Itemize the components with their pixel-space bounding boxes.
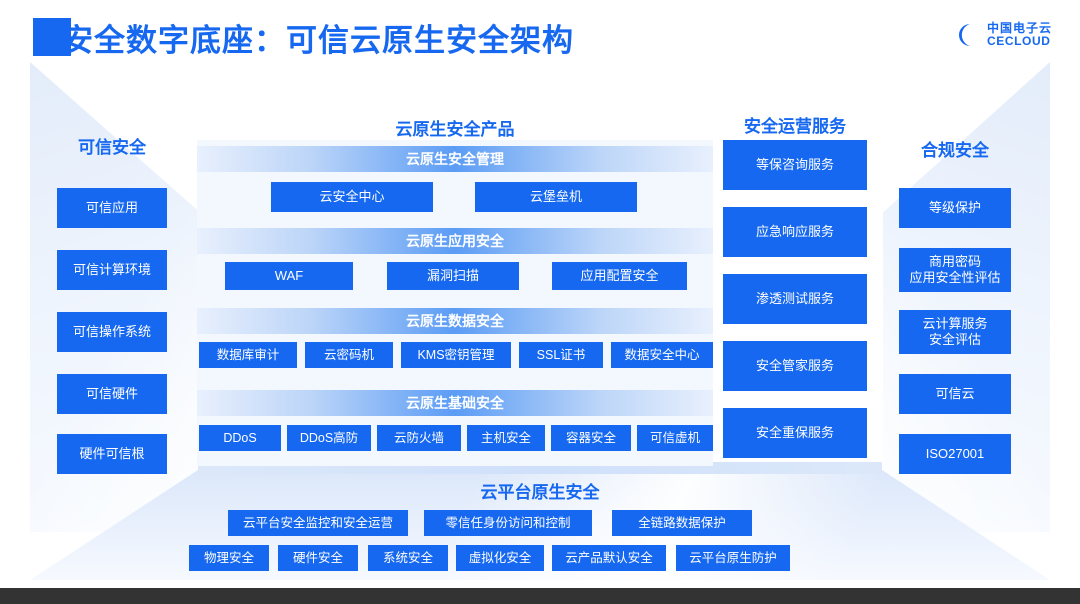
row-security-mgmt: 云安全中心 云堡垒机 <box>197 182 713 212</box>
chip-platform-row2-1[interactable]: 硬件安全 <box>278 545 358 571</box>
chip-ops-0[interactable]: 等保咨询服务 <box>723 140 867 190</box>
chip-base-4[interactable]: 容器安全 <box>551 425 631 451</box>
chip-platform-row2-3[interactable]: 虚拟化安全 <box>456 545 544 571</box>
brand-name-en: CECLOUD <box>986 34 1051 48</box>
chip-base-5[interactable]: 可信虚机 <box>637 425 713 451</box>
column-title-compliance-security: 合规安全 <box>921 141 989 160</box>
chip-platform-row1-1[interactable]: 零信任身份访问和控制 <box>424 510 592 536</box>
chip-base-2[interactable]: 云防火墙 <box>377 425 461 451</box>
band-cloud-native-data-security: 云原生数据安全 <box>197 308 713 334</box>
brand-name-cn: 中国电子云 <box>986 21 1052 36</box>
chip-data-2[interactable]: KMS密钥管理 <box>401 342 511 368</box>
chip-compliance-2-line1: 云计算服务 <box>922 316 988 332</box>
title-accent-square <box>33 18 71 56</box>
chip-ops-1[interactable]: 应急响应服务 <box>723 207 867 257</box>
chip-compliance-1-line1: 商用密码 <box>928 254 981 270</box>
column-title-security-operations: 安全运营服务 <box>744 117 846 136</box>
chip-compliance-3[interactable]: 可信云 <box>899 374 1011 414</box>
chip-base-0[interactable]: DDoS <box>199 425 281 451</box>
chip-ops-3[interactable]: 安全管家服务 <box>723 341 867 391</box>
row-base-security: DDoS DDoS高防 云防火墙 主机安全 容器安全 可信虚机 <box>197 425 713 451</box>
chip-app-1[interactable]: 漏洞扫描 <box>387 262 519 290</box>
chip-trusted-2[interactable]: 可信操作系统 <box>57 312 167 352</box>
brand-logo: 中国电子云 CECLOUD <box>946 20 1052 50</box>
chip-platform-row2-4[interactable]: 云产品默认安全 <box>552 545 666 571</box>
viewer-bottom-bar <box>0 588 1080 604</box>
chip-trusted-1[interactable]: 可信计算环境 <box>57 250 167 290</box>
chip-compliance-4[interactable]: ISO27001 <box>899 434 1011 474</box>
chip-platform-row2-2[interactable]: 系统安全 <box>368 545 448 571</box>
chip-trusted-0[interactable]: 可信应用 <box>57 188 167 228</box>
chip-app-2[interactable]: 应用配置安全 <box>552 262 687 290</box>
column-title-trusted-security: 可信安全 <box>78 138 146 157</box>
chip-platform-row1-0[interactable]: 云平台安全监控和安全运营 <box>228 510 408 536</box>
chip-compliance-2-line2: 安全评估 <box>928 332 981 347</box>
column-title-cloud-native-products: 云原生安全产品 <box>395 120 515 139</box>
chip-app-0[interactable]: WAF <box>225 262 353 290</box>
chip-compliance-0[interactable]: 等级保护 <box>899 188 1011 228</box>
band-cloud-native-base-security: 云原生基础安全 <box>197 390 713 416</box>
chip-compliance-1-line2: 应用安全性评估 <box>909 270 1001 285</box>
chip-data-4[interactable]: 数据安全中心 <box>611 342 713 368</box>
chip-data-3[interactable]: SSL证书 <box>519 342 603 368</box>
row-app-security: WAF 漏洞扫描 应用配置安全 <box>197 262 713 290</box>
row-data-security: 数据库审计 云密码机 KMS密钥管理 SSL证书 数据安全中心 <box>197 342 713 368</box>
band-cloud-native-security-mgmt: 云原生安全管理 <box>197 146 713 172</box>
brand-text: 中国电子云 CECLOUD <box>987 22 1052 47</box>
chip-trusted-3[interactable]: 可信硬件 <box>57 374 167 414</box>
slide-header: 安全数字底座：可信云原生安全架构 中国电子云 CECLOUD <box>0 0 1080 72</box>
chip-mgmt-1[interactable]: 云堡垒机 <box>475 182 637 212</box>
chip-base-1[interactable]: DDoS高防 <box>287 425 371 451</box>
chip-trusted-4[interactable]: 硬件可信根 <box>57 434 167 474</box>
chip-ops-4[interactable]: 安全重保服务 <box>723 408 867 458</box>
chip-compliance-1[interactable]: 商用密码 应用安全性评估 <box>899 248 1011 292</box>
page-title: 安全数字底座：可信云原生安全架构 <box>62 23 574 58</box>
chip-data-0[interactable]: 数据库审计 <box>199 342 297 368</box>
chip-ops-2[interactable]: 渗透测试服务 <box>723 274 867 324</box>
cecloud-mark-icon <box>946 23 976 47</box>
cloud-native-products-panel: 云原生安全管理 云安全中心 云堡垒机 云原生应用安全 WAF 漏洞扫描 应用配置… <box>197 140 713 466</box>
chip-platform-row2-5[interactable]: 云平台原生防护 <box>676 545 790 571</box>
chip-platform-row1-2[interactable]: 全链路数据保护 <box>612 510 752 536</box>
chip-data-1[interactable]: 云密码机 <box>305 342 393 368</box>
chip-mgmt-0[interactable]: 云安全中心 <box>271 182 433 212</box>
chip-base-3[interactable]: 主机安全 <box>467 425 545 451</box>
chip-compliance-2[interactable]: 云计算服务 安全评估 <box>899 310 1011 354</box>
chip-platform-row2-0[interactable]: 物理安全 <box>189 545 269 571</box>
band-cloud-native-app-security: 云原生应用安全 <box>197 228 713 254</box>
bottom-section-title: 云平台原生安全 <box>480 483 600 502</box>
